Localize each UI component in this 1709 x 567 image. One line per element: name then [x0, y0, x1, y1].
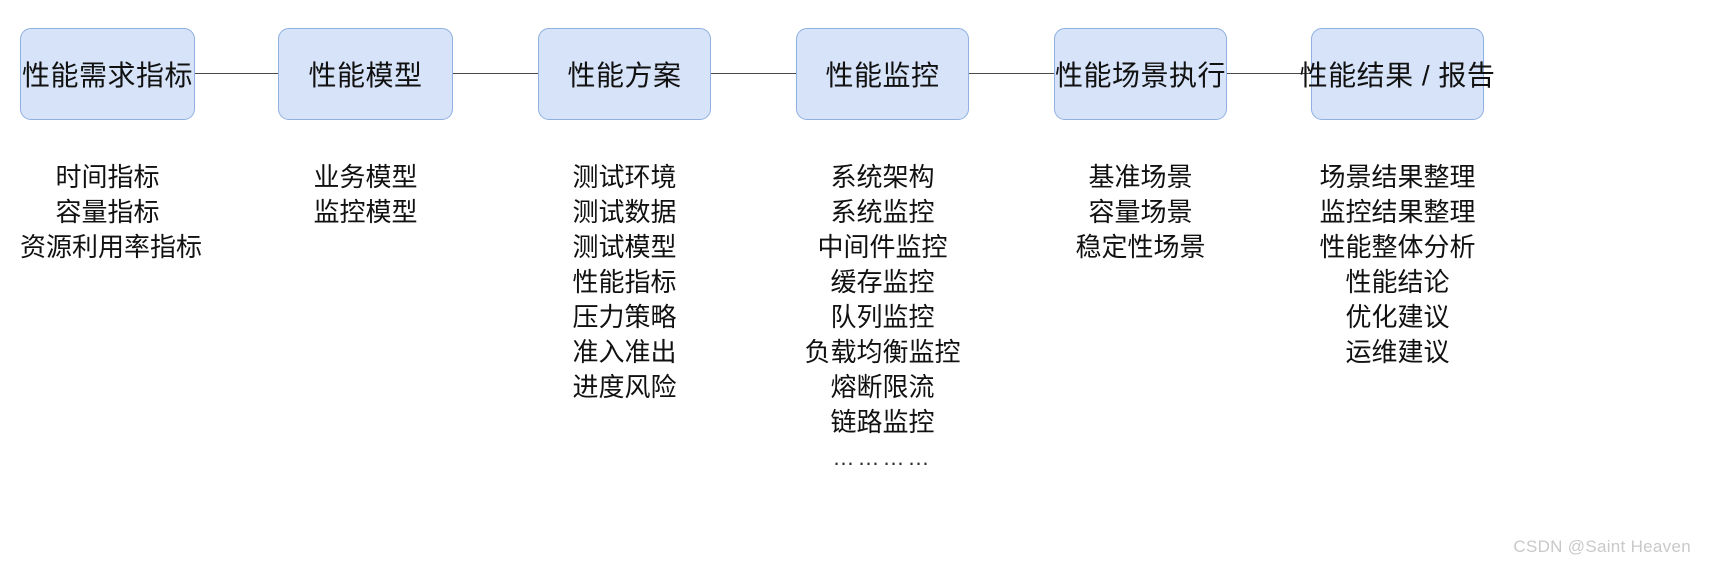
detail-item: 测试数据: [572, 197, 677, 227]
detail-column-performance-plan: 测试环境 测试数据 测试模型 性能指标 压力策略 准入准出 进度风险: [538, 160, 711, 405]
detail-item: 稳定性场景: [1075, 232, 1206, 262]
detail-item: 容量指标: [55, 197, 160, 227]
detail-item: 系统架构: [830, 162, 935, 192]
stage-node-label: 性能场景执行: [1055, 60, 1227, 91]
detail-item: 负载均衡监控: [804, 337, 961, 367]
detail-column-performance-model: 业务模型 监控模型: [278, 160, 453, 230]
detail-item: 监控结果整理: [1319, 197, 1476, 227]
detail-item: 优化建议: [1345, 302, 1450, 332]
watermark-text: CSDN @Saint Heaven: [1513, 537, 1691, 556]
stage-node-label: 性能结果 / 报告: [1299, 60, 1496, 91]
connector-3-4: [711, 73, 796, 74]
stage-node-label: 性能模型: [308, 60, 423, 91]
stage-node-label: 性能需求指标: [21, 60, 193, 91]
detail-item: 进度风险: [572, 372, 677, 402]
detail-item: 场景结果整理: [1319, 162, 1476, 192]
detail-item: 运维建议: [1345, 337, 1450, 367]
flow-stage-row: 性能需求指标 性能模型 性能方案 性能监控 性能场景执行 性能结果 / 报告: [0, 28, 1709, 128]
detail-item: 测试环境: [572, 162, 677, 192]
detail-item: 熔断限流: [830, 372, 935, 402]
stage-node-label: 性能方案: [567, 60, 682, 91]
detail-item: 性能指标: [572, 267, 677, 297]
detail-ellipsis: …………: [832, 445, 933, 470]
detail-item: 基准场景: [1088, 162, 1193, 192]
stage-node-scenario-execution[interactable]: 性能场景执行: [1054, 28, 1227, 120]
connector-2-3: [453, 73, 538, 74]
detail-item: 缓存监控: [830, 267, 935, 297]
detail-item: 系统监控: [830, 197, 935, 227]
stage-node-performance-plan[interactable]: 性能方案: [538, 28, 711, 120]
detail-item: 中间件监控: [817, 232, 948, 262]
detail-column-scenario-execution: 基准场景 容量场景 稳定性场景: [1054, 160, 1227, 265]
detail-item: 监控模型: [313, 197, 418, 227]
detail-item: 时间指标: [55, 162, 160, 192]
detail-item: 容量场景: [1088, 197, 1193, 227]
stage-node-performance-requirements[interactable]: 性能需求指标: [20, 28, 195, 120]
detail-item: 压力策略: [572, 302, 677, 332]
detail-item: 性能结论: [1345, 267, 1450, 297]
detail-item: 队列监控: [830, 302, 935, 332]
detail-item: 资源利用率指标: [20, 232, 203, 262]
stage-node-performance-model[interactable]: 性能模型: [278, 28, 453, 120]
detail-item: 测试模型: [572, 232, 677, 262]
detail-item: 准入准出: [572, 337, 677, 367]
detail-column-results-report: 场景结果整理 监控结果整理 性能整体分析 性能结论 优化建议 运维建议: [1311, 160, 1484, 370]
stage-node-results-report[interactable]: 性能结果 / 报告: [1300, 28, 1495, 120]
connector-4-5: [969, 73, 1054, 74]
detail-item: 链路监控: [830, 407, 935, 437]
detail-item: 性能整体分析: [1319, 232, 1476, 262]
detail-column-performance-requirements: 时间指标 容量指标 资源利用率指标: [20, 160, 203, 265]
stage-node-label: 性能监控: [825, 60, 940, 91]
detail-column-performance-monitoring: 系统架构 系统监控 中间件监控 缓存监控 队列监控 负载均衡监控 熔断限流 链路…: [796, 160, 969, 475]
connector-1-2: [195, 73, 278, 74]
stage-node-performance-monitoring[interactable]: 性能监控: [796, 28, 969, 120]
connector-5-6: [1227, 73, 1311, 74]
detail-item: 业务模型: [313, 162, 418, 192]
